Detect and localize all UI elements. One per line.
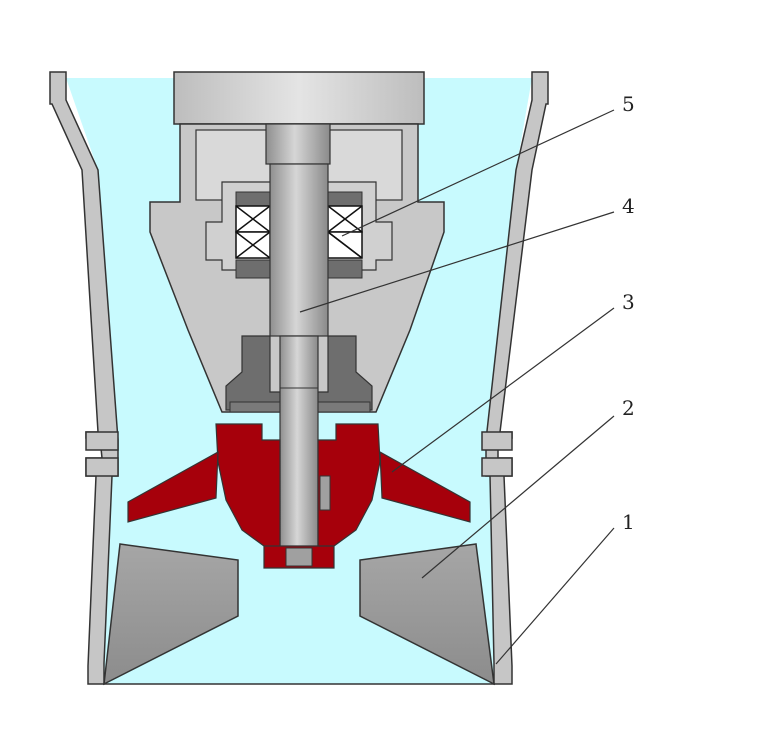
callout-2: 2 [622,396,635,420]
callout-5: 5 [622,92,635,116]
right-flange-lower [481,457,513,477]
shaft-lower [279,335,319,567]
callout-3: 3 [622,290,635,314]
leader-line-1 [495,527,615,665]
shaft [269,163,329,337]
bearing-sleeve-left [235,191,271,207]
motor-block [173,71,425,125]
shaft-key [319,475,331,511]
leader-line-2 [421,415,615,579]
callout-4: 4 [622,194,635,218]
left-flange-lower [85,457,119,477]
callout-1: 1 [622,510,635,534]
leader-line-5 [341,109,615,237]
shaft-upper [265,123,331,165]
bearing-left [235,205,271,259]
leader-line-4 [299,211,615,313]
left-flange [85,431,119,451]
bearing-right [327,205,363,259]
guide-vane-right [359,543,495,686]
bearing-cap-left [235,259,271,279]
right-flange [481,431,513,451]
impeller-nut [285,547,313,567]
bearing-cap-right [327,259,363,279]
guide-vane-left [103,543,239,686]
seal-assembly [225,335,373,411]
impeller-blade-left [127,450,219,523]
leader-line-3 [391,307,615,473]
bearing-sleeve-right [327,191,363,207]
impeller-blade-right [379,450,471,523]
impeller-hub [215,423,381,569]
